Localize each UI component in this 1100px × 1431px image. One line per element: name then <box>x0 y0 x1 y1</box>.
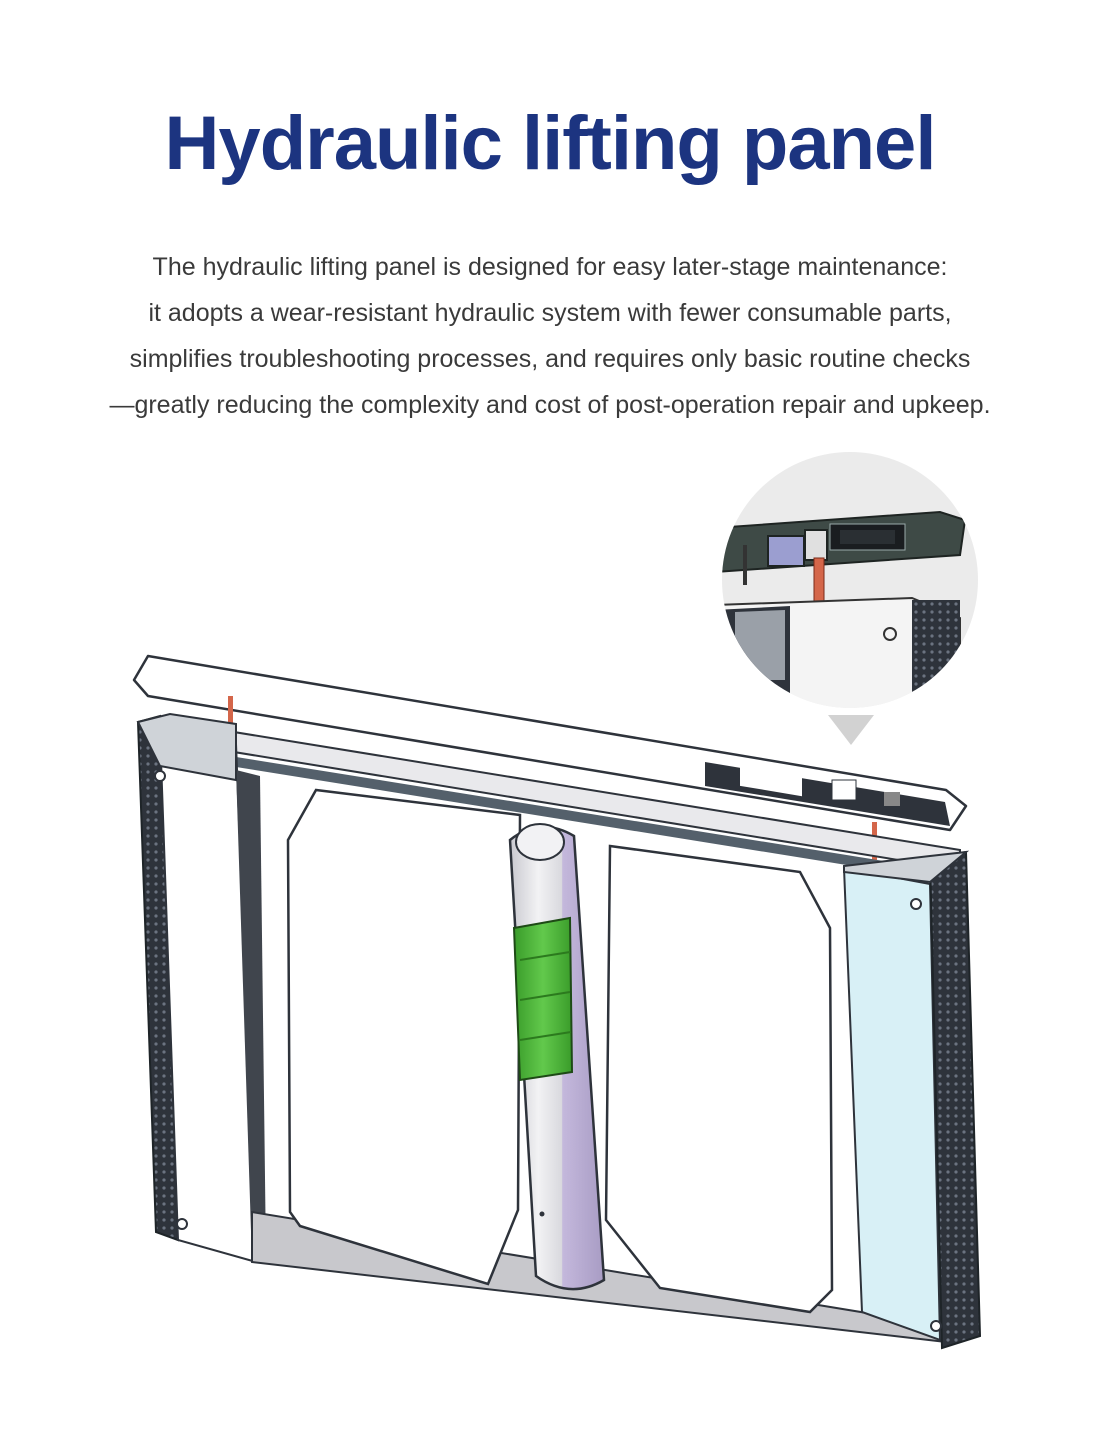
description-line: The hydraulic lifting panel is designed … <box>152 253 948 281</box>
detail-callout <box>722 452 978 745</box>
cabinet-frame <box>136 712 982 1350</box>
description-line: simplifies troubleshooting processes, an… <box>129 345 971 373</box>
description-line: —greatly reducing the complexity and cos… <box>109 391 991 419</box>
description-paragraph: The hydraulic lifting panel is designed … <box>60 244 1040 428</box>
callout-pointer-icon <box>828 715 874 745</box>
gate-assembly-drawing <box>132 452 982 1350</box>
raised-top-cover <box>132 654 968 832</box>
page-title: Hydraulic lifting panel <box>164 101 937 186</box>
description-line: it adopts a wear-resistant hydraulic sys… <box>148 299 952 327</box>
product-illustration <box>0 440 1100 1431</box>
